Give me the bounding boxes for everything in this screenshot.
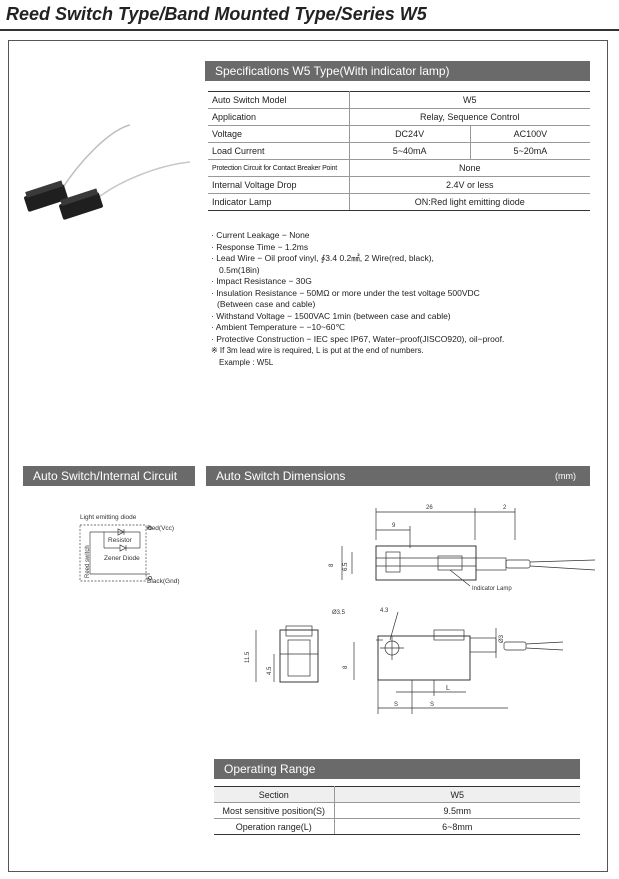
spec-value: Relay, Sequence Control <box>349 108 590 126</box>
table-row: Voltage DC24V AC100V <box>208 125 590 143</box>
spec-label: Internal Voltage Drop <box>208 176 350 194</box>
range-label: Operation range(L) <box>214 818 335 835</box>
dim-label: 2 <box>503 505 507 511</box>
spec-label: Voltage <box>208 125 350 143</box>
dim-label: 6.5 <box>343 562 349 571</box>
note-line: · Insulation Resistance − 50MΩ or more u… <box>211 287 480 298</box>
dimension-drawing-side: Ø3.5 4.3 11.5 4.5 8 Ø3 L S S <box>238 600 568 725</box>
reed-switch-label: Reed switch <box>85 545 91 578</box>
zener-label: Zener Diode <box>104 555 140 562</box>
note-line: 0.5m(18in) <box>219 264 260 275</box>
note-line: · Current Leakage − None <box>211 230 310 240</box>
circuit-header: Auto Switch/Internal Circuit <box>23 466 195 486</box>
gnd-label: Black(Gnd) <box>147 578 180 585</box>
indicator-lamp-label: Indicator Lamp <box>472 586 512 592</box>
range-value: 6~8mm <box>334 818 580 835</box>
spec-value: W5 <box>349 91 590 109</box>
spec-label: Indicator Lamp <box>208 193 350 211</box>
dimensions-header-label: Auto Switch Dimensions <box>216 469 346 483</box>
spec-value-ac: 5~20mA <box>470 142 590 160</box>
note-line: · Impact Resistance − 30G <box>211 276 312 286</box>
dim-label: S <box>430 702 434 708</box>
table-row: Operation range(L) 6~8mm <box>214 818 580 835</box>
note-line: · Withstand Voltage − 1500VAC 1min (betw… <box>211 310 451 321</box>
dim-label: 8 <box>343 665 349 669</box>
circuit-header-label: Auto Switch/Internal Circuit <box>33 469 178 483</box>
table-row: Protection Circuit for Contact Breaker P… <box>208 159 590 177</box>
product-photo <box>20 120 200 240</box>
spec-label: Load Current <box>208 142 350 160</box>
range-col-section: Section <box>214 786 335 803</box>
table-row: Load Current 5~40mA 5~20mA <box>208 142 590 160</box>
table-row: Most sensitive position(S) 9.5mm <box>214 802 580 819</box>
dim-label: 9 <box>392 523 396 529</box>
table-row: Internal Voltage Drop 2.4V or less <box>208 176 590 194</box>
dimensions-unit: (mm) <box>555 471 576 481</box>
note-line: (Between case and cable) <box>217 299 316 309</box>
spec-header: Specifications W5 Type(With indicator la… <box>205 61 590 81</box>
page-title: Reed Switch Type/Band Mounted Type/Serie… <box>6 4 427 24</box>
note-line: · Lead Wire − Oil proof vinyl, ∮3.4 0.2㎟… <box>211 253 434 263</box>
led-label: Light emitting diode <box>80 514 137 521</box>
range-label: Most sensitive position(S) <box>214 802 335 819</box>
spec-label: Application <box>208 108 350 126</box>
dim-label: 4.3 <box>380 608 389 614</box>
title-rule <box>0 29 619 31</box>
spec-notes: · Current Leakage − None · Response Time… <box>211 230 601 368</box>
dim-label: S <box>394 702 398 708</box>
spec-label: Protection Circuit for Contact Breaker P… <box>208 159 350 177</box>
table-row: Section W5 <box>214 786 580 803</box>
range-header-label: Operating Range <box>224 762 316 776</box>
spec-value: 2.4V or less <box>349 176 590 194</box>
range-value: 9.5mm <box>334 802 580 819</box>
resistor-label: Resistor <box>108 537 133 544</box>
range-col-model: W5 <box>334 786 580 803</box>
dim-label: 8 <box>329 563 335 567</box>
dim-label: L <box>446 685 450 692</box>
content-frame <box>8 40 608 872</box>
spec-value: None <box>349 159 590 177</box>
range-header: Operating Range <box>214 759 580 779</box>
spec-label: Auto Switch Model <box>208 91 350 109</box>
spec-value-ac: AC100V <box>470 125 590 143</box>
dim-label: Ø3.5 <box>332 610 346 616</box>
vcc-label: Red(Vcc) <box>147 525 174 532</box>
dim-label: 26 <box>426 505 433 511</box>
spec-value: ON:Red light emitting diode <box>349 193 590 211</box>
note-line: · Ambient Temperature − −10~60℃ <box>211 322 345 332</box>
dimension-drawing-top: 26 2 9 8 6.5 Indicator Lamp <box>320 500 600 605</box>
spec-value-dc: 5~40mA <box>349 142 471 160</box>
dimensions-header: Auto Switch Dimensions (mm) <box>206 466 590 486</box>
operating-range-table: Section W5 Most sensitive position(S) 9.… <box>214 786 580 835</box>
note-line: · Response Time − 1.2ms <box>211 241 309 252</box>
internal-circuit-diagram: Light emitting diode Resistor Zener Diod… <box>70 510 200 600</box>
dim-label: Ø3 <box>499 634 505 643</box>
spec-value-dc: DC24V <box>349 125 471 143</box>
table-row: Auto Switch Model W5 <box>208 91 590 109</box>
table-row: Application Relay, Sequence Control <box>208 108 590 126</box>
dim-label: 11.5 <box>245 651 251 663</box>
note-line: Example : W5L <box>219 357 274 367</box>
note-line: ※ If 3m lead wire is required, L is put … <box>211 346 424 355</box>
spec-header-label: Specifications W5 Type(With indicator la… <box>215 64 450 78</box>
note-line: · Protective Construction − IEC spec IP6… <box>211 333 505 344</box>
table-row: Indicator Lamp ON:Red light emitting dio… <box>208 193 590 211</box>
dim-label: 4.5 <box>267 666 273 675</box>
spec-table: Auto Switch Model W5 Application Relay, … <box>208 91 590 211</box>
